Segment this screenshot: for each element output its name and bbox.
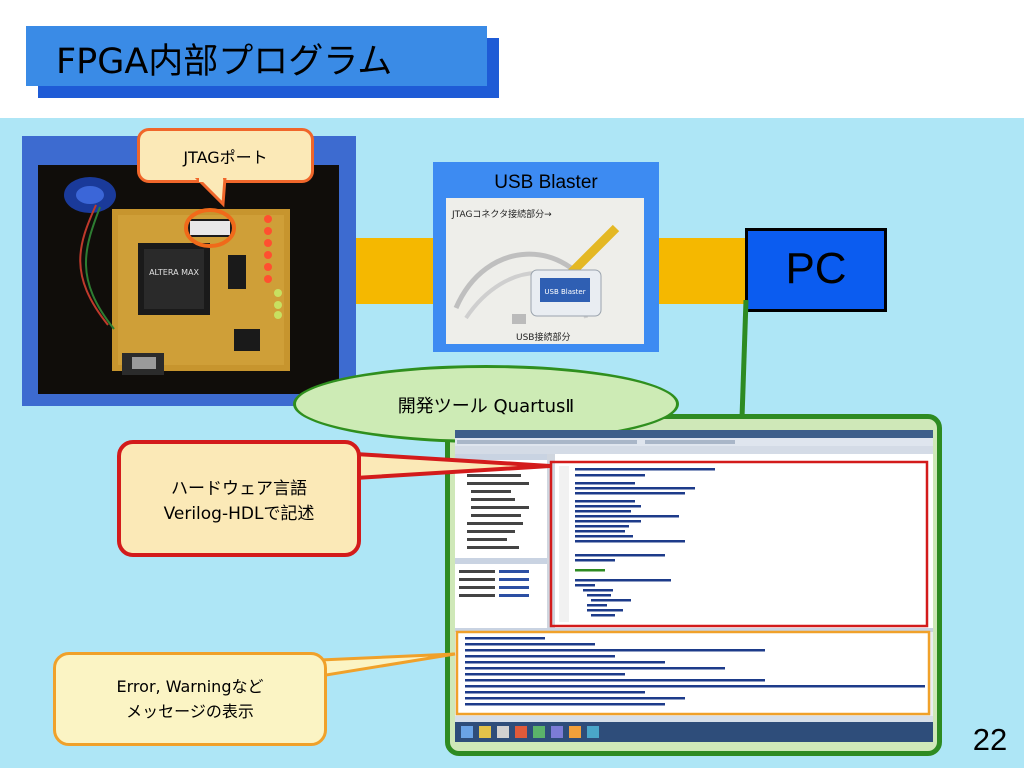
hdl-line-1: ハードウェア言語: [171, 479, 307, 499]
message-line-1: Error, Warningなど: [116, 677, 264, 696]
jtag-callout-pointer: [195, 178, 227, 208]
quartus-ui-illustration: [455, 430, 933, 742]
hdl-callout-pointer: [355, 451, 551, 481]
hdl-callout: [117, 440, 361, 557]
message-line-2: メッセージの表示: [126, 702, 254, 721]
usb-caption-connector: JTAGコネクタ接続部分→: [452, 210, 552, 220]
usb-blaster-label: USB Blaster: [494, 172, 598, 193]
quartus-tool-label: 開発ツール QuartusⅡ: [397, 396, 575, 417]
title-box: [26, 26, 487, 86]
message-callout-pointer: [320, 652, 456, 678]
usb-caption-usb: USB接続部分: [516, 333, 571, 343]
slide-header: FPGA内部プログラム: [0, 0, 1024, 118]
usb-device-label: USB Blaster: [544, 288, 585, 296]
chip-label: ALTERA MAX: [149, 268, 199, 277]
fpga-board-photo: ALTERA MAX: [38, 165, 339, 394]
fpga-board-illustration: ALTERA MAX: [38, 165, 339, 394]
hdl-line-2: Verilog-HDLで記述: [163, 504, 315, 524]
page-number: 22: [972, 722, 1008, 757]
pc-label: PC: [785, 244, 847, 293]
pc-to-screen-connector: [739, 300, 749, 419]
usb-blaster-photo: USB Blaster JTAGコネクタ接続部分→ USB接続部分: [446, 198, 644, 344]
jtag-port-label: JTAGポート: [183, 148, 268, 167]
hdl-callout-text: ハードウェア言語 Verilog-HDLで記述: [117, 477, 361, 527]
usb-blaster-illustration: USB Blaster: [446, 198, 644, 344]
message-callout: [53, 652, 327, 746]
slide-title: FPGA内部プログラム: [56, 42, 393, 82]
quartus-screen: [455, 430, 933, 742]
message-callout-text: Error, Warningなど メッセージの表示: [53, 674, 327, 724]
pc-box: [745, 228, 887, 312]
